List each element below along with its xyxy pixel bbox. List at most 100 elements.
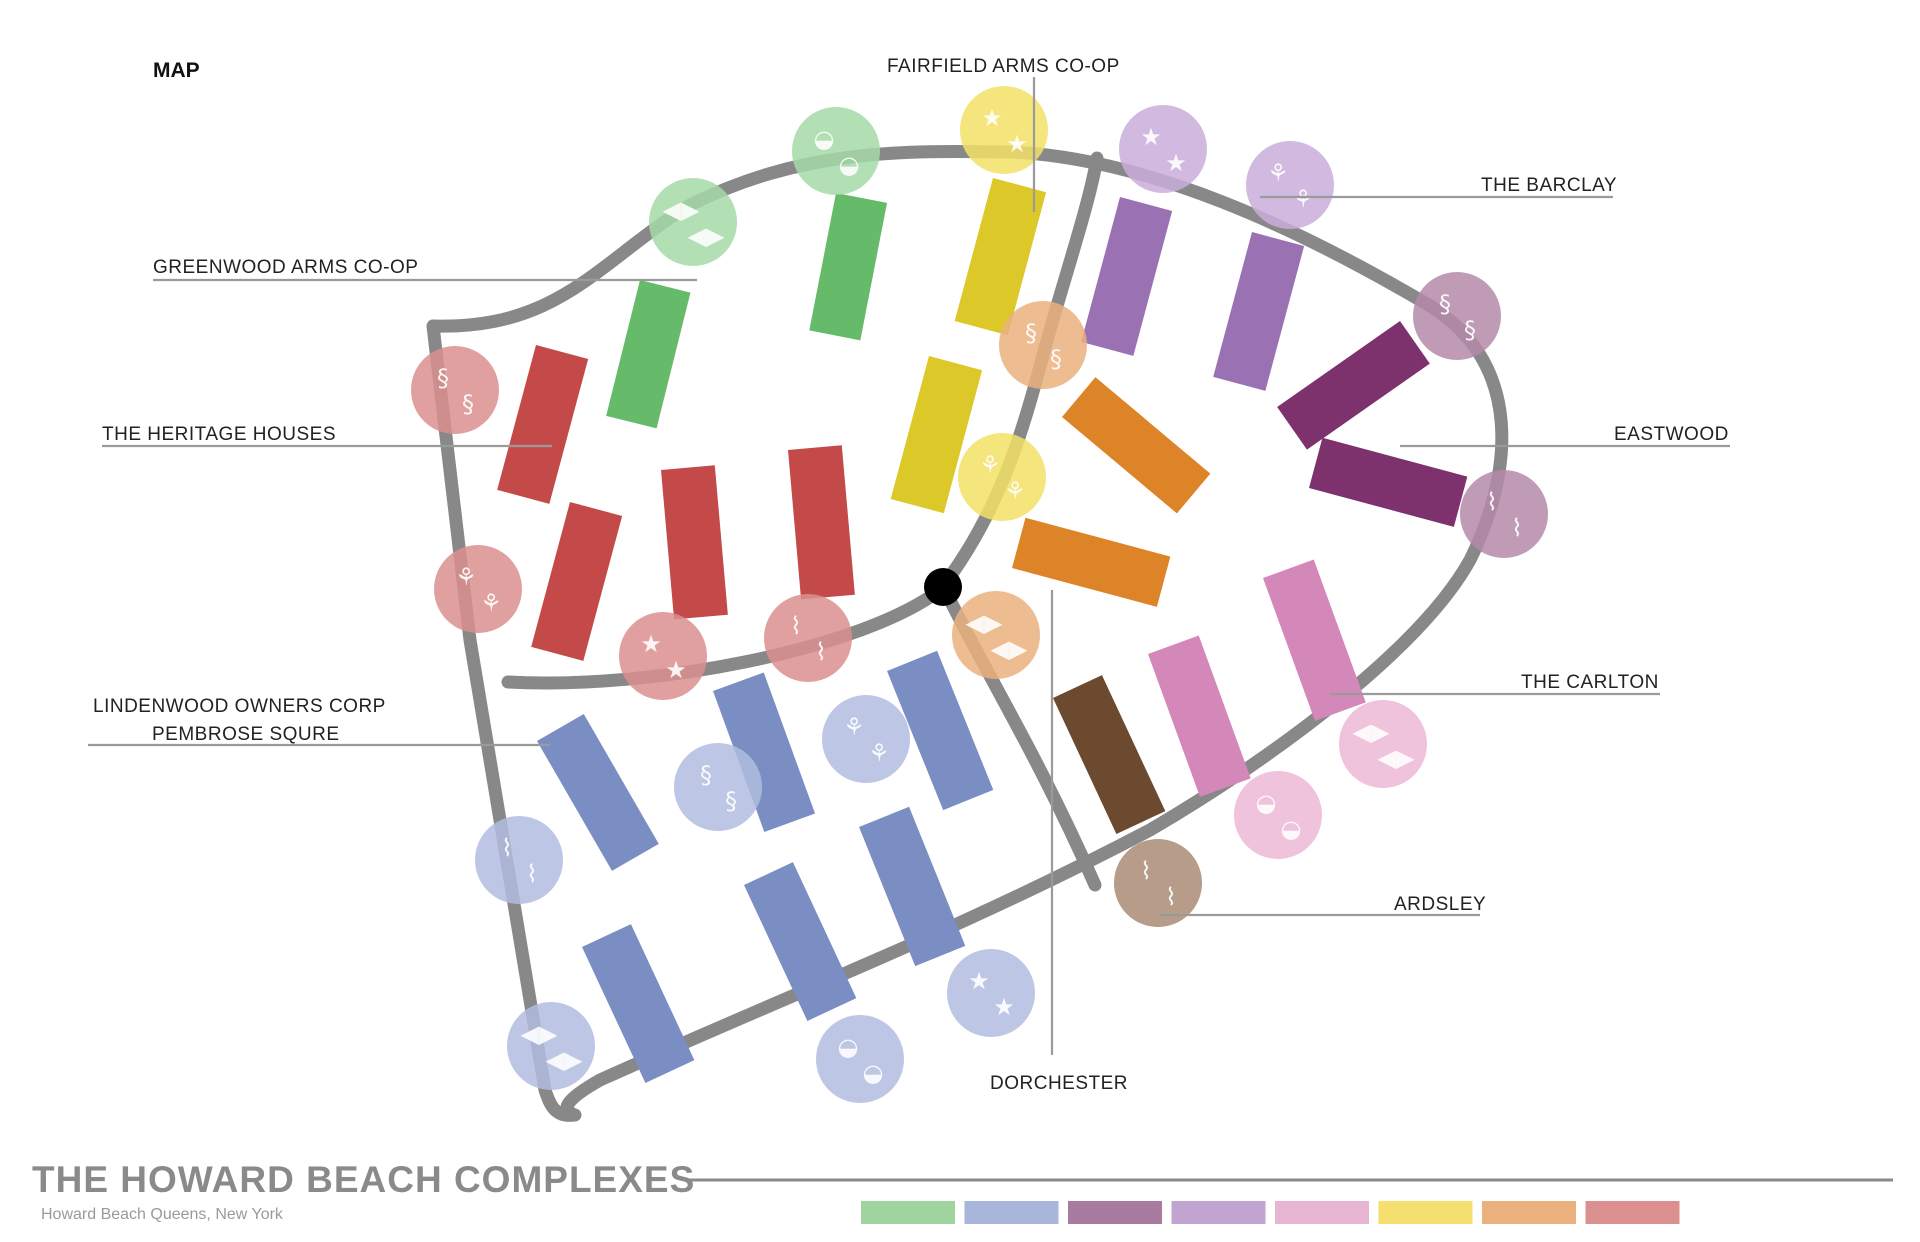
svg-text:⚘: ⚘ <box>979 451 1001 479</box>
svg-text:★: ★ <box>968 967 990 995</box>
map-heading: MAP <box>153 59 200 82</box>
building-heritage-4[interactable] <box>788 445 855 600</box>
svg-text:⚘: ⚘ <box>1267 159 1289 187</box>
starfish-icon: ★★ <box>619 612 707 700</box>
svg-text:★: ★ <box>1165 149 1187 177</box>
fish-icon: ◀▶◀▶ <box>1339 700 1427 788</box>
label-fairfield: FAIRFIELD ARMS CO-OP <box>887 56 1120 77</box>
icon-markers: ◀▶◀▶◒◒★★★★⚘⚘§§§§⚘⚘⌇⌇◀▶◀▶◀▶◀▶◒◒⌇⌇§§⚘⚘★★⌇⌇… <box>411 86 1548 1103</box>
building-eastwood-2[interactable] <box>1309 437 1468 527</box>
building-heritage-3[interactable] <box>661 465 728 620</box>
seahorse-icon: §§ <box>674 743 762 831</box>
building-lindenwood-4[interactable] <box>859 806 966 967</box>
legend-swatch <box>1171 1201 1266 1224</box>
legend-swatch <box>964 1201 1059 1224</box>
svg-text:§: § <box>700 761 712 789</box>
legend-swatch <box>1275 1201 1369 1224</box>
building-lindenwood-2[interactable] <box>713 672 816 832</box>
fish-icon: ◀▶◀▶ <box>952 591 1040 679</box>
label-lindenwood-line1: LINDENWOOD OWNERS CORP <box>93 696 386 717</box>
svg-text:⚘: ⚘ <box>868 739 890 767</box>
svg-text:◀▶: ◀▶ <box>1378 744 1415 772</box>
fish-icon: ◀▶◀▶ <box>649 178 737 266</box>
svg-text:⌇: ⌇ <box>1486 488 1498 516</box>
fish-icon: ◀▶◀▶ <box>507 1002 595 1090</box>
building-dorchester-2[interactable] <box>1012 517 1171 607</box>
label-carlton: THE CARLTON <box>1521 672 1659 693</box>
svg-text:⚘: ⚘ <box>1292 185 1314 213</box>
svg-text:◒: ◒ <box>839 151 860 179</box>
svg-text:★: ★ <box>640 630 662 658</box>
label-barclay: THE BARCLAY <box>1481 175 1617 196</box>
legend-swatch <box>1378 1201 1473 1224</box>
page-title: THE HOWARD BEACH COMPLEXES <box>32 1159 695 1200</box>
seahorse-icon: §§ <box>411 346 499 434</box>
building-lindenwood-6[interactable] <box>744 862 857 1021</box>
building-greenwood-2[interactable] <box>809 193 888 341</box>
svg-text:⌇: ⌇ <box>1140 857 1152 885</box>
svg-text:◀▶: ◀▶ <box>991 635 1028 663</box>
svg-text:◀▶: ◀▶ <box>663 196 700 224</box>
shell-icon: ◒◒ <box>792 107 880 195</box>
building-eastwood-1[interactable] <box>1277 321 1430 450</box>
color-legend <box>861 1201 1680 1224</box>
building-greenwood-1[interactable] <box>606 280 691 429</box>
legend-swatch <box>861 1201 955 1224</box>
svg-text:⌇: ⌇ <box>526 860 538 888</box>
building-carlton-2[interactable] <box>1263 559 1366 721</box>
svg-text:◀▶: ◀▶ <box>966 609 1003 637</box>
svg-text:◒: ◒ <box>1281 815 1302 843</box>
svg-text:⌇: ⌇ <box>790 612 802 640</box>
svg-text:★: ★ <box>1140 123 1162 151</box>
starfish-icon: ★★ <box>1119 105 1207 193</box>
legend-swatch <box>1585 1201 1680 1224</box>
road-inner-south <box>501 583 947 690</box>
svg-text:⌇: ⌇ <box>815 638 827 666</box>
building-fairfield-1[interactable] <box>954 178 1047 336</box>
coral-icon: ⚘⚘ <box>958 433 1046 521</box>
building-heritage-2[interactable] <box>531 502 623 661</box>
svg-text:⚘: ⚘ <box>1004 477 1026 505</box>
svg-text:◒: ◒ <box>863 1059 884 1087</box>
building-lindenwood-3[interactable] <box>887 650 994 811</box>
building-fairfield-2[interactable] <box>890 356 983 514</box>
svg-text:◀▶: ◀▶ <box>688 222 725 250</box>
svg-text:★: ★ <box>1006 130 1028 158</box>
svg-text:§: § <box>462 390 474 418</box>
leader-lines <box>88 77 1730 1055</box>
seagull-icon: ⌇⌇ <box>1460 470 1548 558</box>
seahorse-icon: §§ <box>999 301 1087 389</box>
building-lindenwood-1[interactable] <box>537 714 659 871</box>
svg-text:§: § <box>1025 319 1037 347</box>
complex-labels: FAIRFIELD ARMS CO-OP THE BARCLAY GREENWO… <box>93 56 1728 1094</box>
label-greenwood: GREENWOOD ARMS CO-OP <box>153 257 418 278</box>
building-lindenwood-5[interactable] <box>582 924 695 1083</box>
building-heritage-1[interactable] <box>497 345 589 504</box>
coral-icon: ⚘⚘ <box>822 695 910 783</box>
building-carlton-1[interactable] <box>1148 635 1251 797</box>
building-barclay-2[interactable] <box>1213 232 1305 391</box>
coral-icon: ⚘⚘ <box>434 545 522 633</box>
svg-text:◀▶: ◀▶ <box>521 1020 558 1048</box>
buildings <box>497 178 1468 1083</box>
svg-text:◀▶: ◀▶ <box>1353 718 1390 746</box>
svg-text:◀▶: ◀▶ <box>546 1046 583 1074</box>
building-dorchester-1[interactable] <box>1062 377 1211 514</box>
svg-text:⌇: ⌇ <box>1165 883 1177 911</box>
shell-icon: ◒◒ <box>816 1015 904 1103</box>
svg-text:§: § <box>1050 345 1062 373</box>
seagull-icon: ⌇⌇ <box>475 816 563 904</box>
building-ardsley-1[interactable] <box>1053 675 1166 834</box>
seagull-icon: ⌇⌇ <box>1114 839 1202 927</box>
svg-text:⚘: ⚘ <box>843 713 865 741</box>
building-barclay-1[interactable] <box>1081 197 1173 356</box>
svg-text:◒: ◒ <box>838 1033 859 1061</box>
label-dorchester: DORCHESTER <box>990 1073 1128 1094</box>
coral-icon: ⚘⚘ <box>1246 141 1334 229</box>
svg-text:◒: ◒ <box>1256 789 1277 817</box>
svg-text:§: § <box>437 364 449 392</box>
svg-text:§: § <box>725 787 737 815</box>
label-lindenwood-line2: PEMBROSE SQURE <box>152 724 340 745</box>
svg-text:⚘: ⚘ <box>455 563 477 591</box>
svg-text:⚘: ⚘ <box>480 589 502 617</box>
